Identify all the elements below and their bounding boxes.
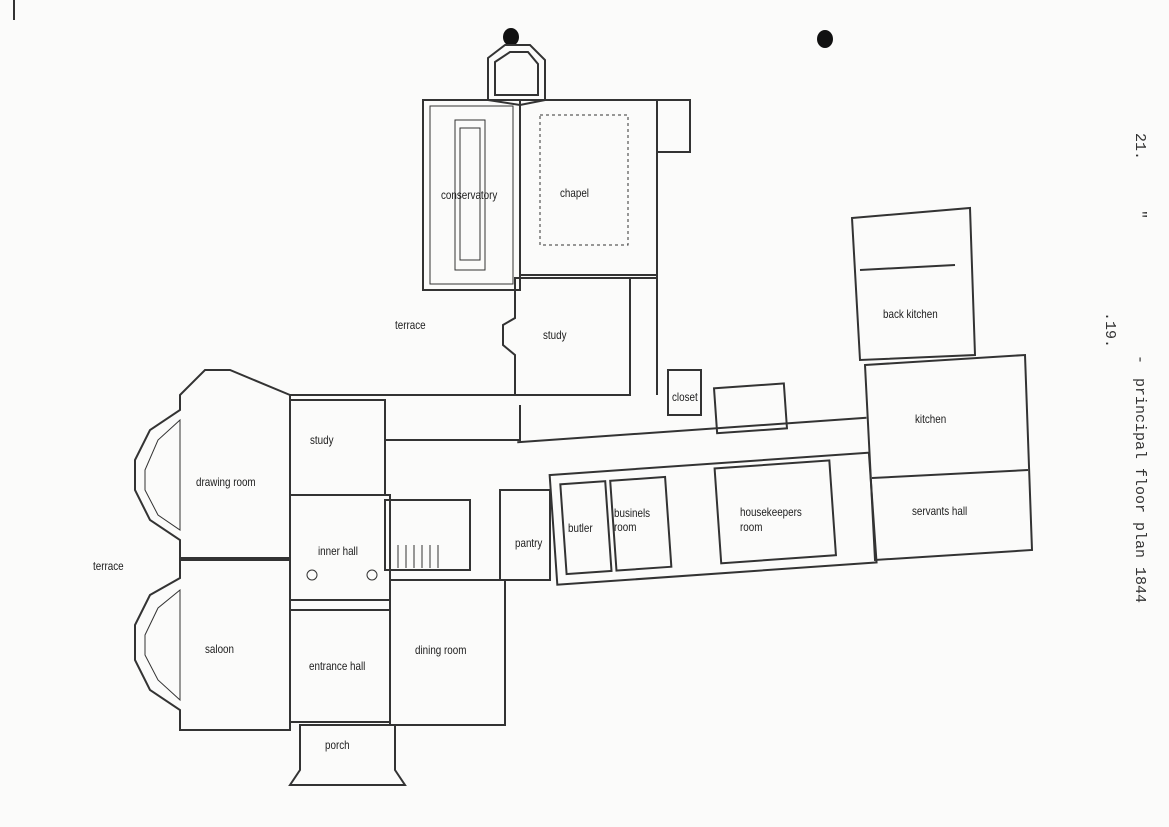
drawing-room-wall xyxy=(134,369,291,559)
room-label-kitchen: kitchen xyxy=(915,412,947,426)
room-label-business-1: businels xyxy=(614,506,651,520)
room-label-inner-hall: inner hall xyxy=(318,544,358,558)
room-label-butler: butler xyxy=(568,521,593,535)
closet-wall xyxy=(667,369,702,416)
room-label-servants-hall: servants hall xyxy=(912,504,968,518)
room-label-pantry: pantry xyxy=(515,536,543,550)
service-wing-wall xyxy=(548,451,878,586)
ditto-mark: " xyxy=(1131,210,1148,220)
study-upper-wall xyxy=(502,277,631,396)
figure-number: .19. xyxy=(1101,312,1118,349)
dining-room-wall xyxy=(389,579,506,726)
caption-dash: - xyxy=(1131,355,1148,365)
room-label-housekeepers-2: room xyxy=(740,520,763,534)
porch-wall xyxy=(288,724,407,786)
plan-caption: principal floor plan 1844 xyxy=(1131,378,1148,604)
pantry-wall xyxy=(499,489,551,581)
room-label-conservatory: conservatory xyxy=(441,188,498,202)
room-label-saloon: saloon xyxy=(205,642,235,656)
room-label-housekeepers-1: housekeepers xyxy=(740,505,802,519)
room-label-terrace-north: terrace xyxy=(395,318,426,332)
room-label-back-kitchen: back kitchen xyxy=(883,307,938,321)
punch-hole xyxy=(503,28,519,46)
page-number: 21. xyxy=(1131,133,1148,161)
punch-hole xyxy=(817,30,833,48)
room-label-closet: closet xyxy=(672,390,698,404)
room-label-study-upper: study xyxy=(543,328,567,342)
room-label-chapel: chapel xyxy=(560,186,590,200)
room-label-study-lower: study xyxy=(310,433,334,447)
room-label-dining-room: dining room xyxy=(415,643,467,657)
room-label-business-2: room xyxy=(614,520,637,534)
room-label-terrace-west: terrace xyxy=(93,559,124,573)
room-label-entrance-hall: entrance hall xyxy=(309,659,366,673)
kitchen-block-wall xyxy=(863,353,1034,562)
room-label-porch: porch xyxy=(325,738,350,752)
room-label-drawing-room: drawing room xyxy=(196,475,256,489)
staircase xyxy=(384,499,471,571)
back-kitchen-wall xyxy=(850,206,977,362)
study-lower-wall xyxy=(289,399,386,496)
